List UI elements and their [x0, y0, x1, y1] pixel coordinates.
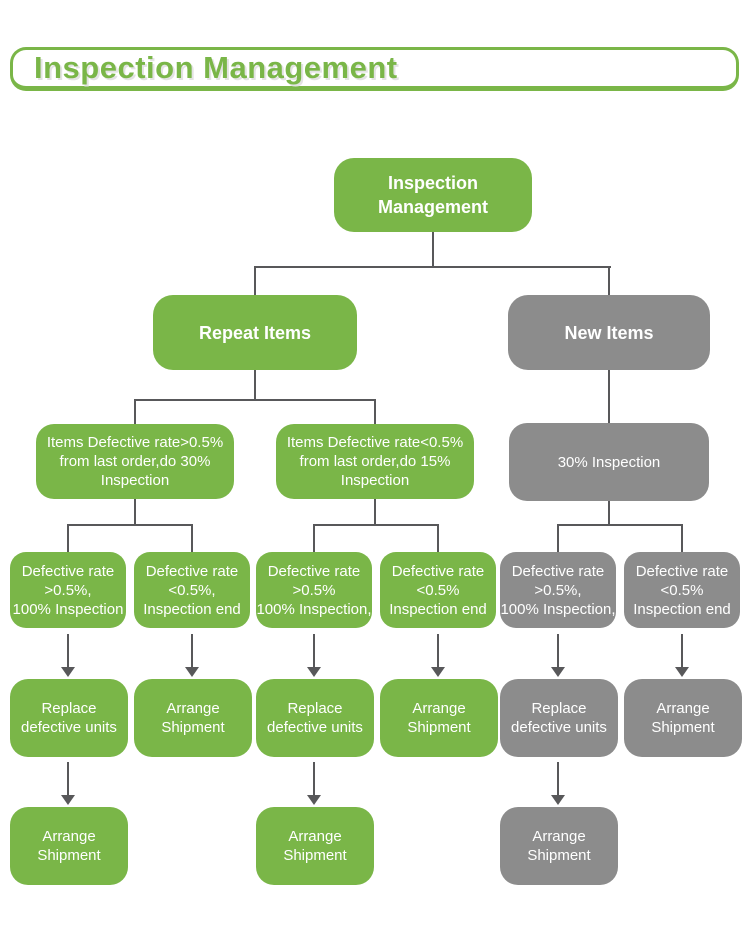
- node-arrange-shipment-final-col1: Arrange Shipment: [10, 807, 128, 885]
- down-arrow-icon: [185, 634, 199, 677]
- down-arrow-icon: [551, 762, 565, 805]
- page-header: Inspection Management: [10, 47, 739, 91]
- node-replace-units-col1: Replace defective units: [10, 679, 128, 757]
- connector-line: [254, 370, 256, 400]
- connector-line: [134, 401, 136, 424]
- connector-line: [134, 399, 376, 401]
- down-arrow-icon: [61, 634, 75, 677]
- connector-line: [254, 266, 611, 268]
- connector-line: [557, 526, 559, 552]
- node-defect-gt05-col3: Defective rate >0.5% 100% Inspection,: [256, 552, 372, 628]
- connector-line: [432, 232, 434, 268]
- connector-line: [608, 501, 610, 526]
- connector-line: [681, 526, 683, 552]
- node-repeat-high-defect-rule: Items Defective rate>0.5% from last orde…: [36, 424, 234, 499]
- node-repeat-low-defect-rule: Items Defective rate<0.5% from last orde…: [276, 424, 474, 499]
- node-arrange-shipment-final-col5: Arrange Shipment: [500, 807, 618, 885]
- down-arrow-icon: [307, 762, 321, 805]
- connector-line: [374, 401, 376, 424]
- connector-line: [134, 499, 136, 526]
- down-arrow-icon: [675, 634, 689, 677]
- node-defect-gt05-col5: Defective rate >0.5%, 100% Inspection,: [500, 552, 616, 628]
- node-new-items: New Items: [508, 295, 710, 370]
- node-inspection-management: Inspection Management: [334, 158, 532, 232]
- connector-line: [67, 526, 69, 552]
- connector-line: [608, 268, 610, 295]
- node-replace-units-col5: Replace defective units: [500, 679, 618, 757]
- connector-line: [191, 526, 193, 552]
- down-arrow-icon: [551, 634, 565, 677]
- node-new-items-30pct-inspection: 30% Inspection: [509, 423, 709, 501]
- connector-line: [313, 526, 315, 552]
- node-arrange-shipment-col2: Arrange Shipment: [134, 679, 252, 757]
- node-repeat-items: Repeat Items: [153, 295, 357, 370]
- connector-line: [437, 526, 439, 552]
- connector-line: [557, 524, 683, 526]
- page-title: Inspection Management: [34, 50, 398, 85]
- connector-line: [608, 370, 610, 423]
- node-replace-units-col3: Replace defective units: [256, 679, 374, 757]
- node-arrange-shipment-final-col3: Arrange Shipment: [256, 807, 374, 885]
- connector-line: [313, 524, 439, 526]
- connector-line: [254, 268, 256, 295]
- down-arrow-icon: [307, 634, 321, 677]
- node-arrange-shipment-col4: Arrange Shipment: [380, 679, 498, 757]
- node-defect-lt05-col4: Defective rate <0.5% Inspection end: [380, 552, 496, 628]
- down-arrow-icon: [431, 634, 445, 677]
- node-defect-gt05-col1: Defective rate >0.5%, 100% Inspection: [10, 552, 126, 628]
- connector-line: [67, 524, 193, 526]
- node-defect-lt05-col6: Defective rate <0.5% Inspection end: [624, 552, 740, 628]
- down-arrow-icon: [61, 762, 75, 805]
- node-defect-lt05-col2: Defective rate <0.5%, Inspection end: [134, 552, 250, 628]
- connector-line: [374, 499, 376, 526]
- node-arrange-shipment-col6: Arrange Shipment: [624, 679, 742, 757]
